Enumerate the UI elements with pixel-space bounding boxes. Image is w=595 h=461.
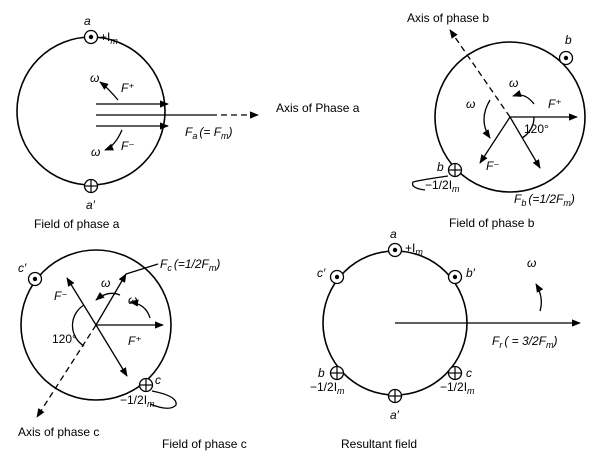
conductor-dot-icon xyxy=(83,29,99,45)
label-c-prime: c′ xyxy=(18,261,27,275)
f-minus-label-b: F⁻ xyxy=(486,159,500,173)
caption-phase-b: Field of phase b xyxy=(449,216,535,230)
angle-arc-b xyxy=(521,116,535,139)
conductor-cross-icon xyxy=(447,365,463,381)
current-label-r-a: +Im xyxy=(405,241,423,257)
f-plus-label-c: F⁺ xyxy=(128,334,142,348)
current-curl-b xyxy=(411,175,449,191)
f-minus-arrow-b xyxy=(479,116,511,164)
back-line-c xyxy=(95,324,128,377)
conductor-cross-icon xyxy=(447,162,463,178)
conductor-cross-icon xyxy=(329,365,345,381)
caption-resultant: Resultant field xyxy=(341,437,417,451)
omega-arrow-b2 xyxy=(482,99,491,139)
current-label: +Im xyxy=(100,30,118,46)
current-curl-c xyxy=(149,390,177,409)
omega-top: ω xyxy=(90,71,99,85)
axis-phase-c-label: Axis of phase c xyxy=(18,425,99,439)
conductor-cross-icon xyxy=(387,388,403,404)
omega-arrow-c1 xyxy=(95,291,121,301)
conductor-cross-icon xyxy=(83,178,99,194)
stator-circle-c xyxy=(20,249,172,401)
fb-label: Fb(=1/2Fm) xyxy=(514,192,575,208)
panel-phase-a: a +Im a′ ω ω F⁺ F⁻ Fa(= Fm) Axis of Phas… xyxy=(16,14,360,231)
omega-arrow-top xyxy=(99,81,119,101)
omega-r: ω xyxy=(527,256,536,270)
fb-arrow xyxy=(509,116,541,169)
fc-leader xyxy=(125,263,159,275)
f-minus-label-c: F⁻ xyxy=(54,289,68,303)
omega-c2: ω xyxy=(128,293,137,307)
angle-label-b: 120° xyxy=(524,122,549,136)
axis-c-dashed xyxy=(36,324,97,418)
conductor-dot-icon xyxy=(329,269,345,285)
label-r-b: b xyxy=(318,366,325,380)
f-minus-label: F⁻ xyxy=(121,139,135,153)
label-r-c-prime: c′ xyxy=(317,266,326,280)
omega-b1: ω xyxy=(509,76,518,90)
omega-bottom: ω xyxy=(91,145,100,159)
label-a: a xyxy=(84,14,91,28)
label-b-top: b xyxy=(565,33,572,47)
label-b-lower: b xyxy=(437,160,444,174)
label-r-c: c xyxy=(466,366,472,380)
angle-label-c: 120° xyxy=(52,332,77,346)
caption-phase-c: Field of phase c xyxy=(162,437,247,451)
label-c: c xyxy=(155,373,161,387)
conductor-dot-icon xyxy=(447,269,463,285)
f-plus-label-b: F⁺ xyxy=(548,97,562,111)
omega-arrow-b1 xyxy=(512,89,535,105)
conductor-dot-icon xyxy=(558,50,574,66)
stator-circle-b xyxy=(434,41,586,193)
conductor-dot-icon xyxy=(27,271,43,287)
panel-resultant: a +Im c′ b′ b −1/2Im c −1/2Im xyxy=(310,227,581,451)
fa-label: Fa(= Fm) xyxy=(185,125,233,141)
angle-arc-c xyxy=(71,304,85,347)
label-r-a-prime: a′ xyxy=(390,408,400,422)
stator-circle-a xyxy=(16,36,166,186)
fc-label: Fc(=1/2Fm) xyxy=(160,257,220,273)
current-label-r-b: −1/2Im xyxy=(310,380,345,396)
current-label-b: −1/2Im xyxy=(425,178,460,194)
current-label-c: −1/2Im xyxy=(120,393,155,409)
fr-label: Fr( = 3/2Fm) xyxy=(492,334,558,350)
label-r-b-prime: b′ xyxy=(466,266,476,280)
f-minus-arrow-c xyxy=(66,277,97,326)
omega-b2: ω xyxy=(466,97,475,111)
fc-arrow xyxy=(95,273,127,326)
omega-arrow-r xyxy=(535,283,544,312)
omega-c1: ω xyxy=(101,276,110,290)
panel-phase-b: Axis of phase b b b −1/2Im ω ω F⁺ F⁻ 120… xyxy=(407,11,586,230)
caption-phase-a: Field of phase a xyxy=(34,217,120,231)
axis-b-dashed xyxy=(449,29,511,118)
f-plus-label: F⁺ xyxy=(121,81,135,95)
axis-phase-a-label: Axis of Phase a xyxy=(276,101,360,115)
label-a-prime: a′ xyxy=(86,198,96,212)
current-label-r-c: −1/2Im xyxy=(440,380,475,396)
conductor-dot-icon xyxy=(387,242,403,258)
label-r-a: a xyxy=(390,227,397,241)
axis-phase-b-label: Axis of phase b xyxy=(407,11,489,25)
conductor-cross-icon xyxy=(138,377,154,393)
panel-phase-c: c′ c −1/2Im Axis of phase c ω ω F⁻ F⁺ 12… xyxy=(18,249,247,451)
omega-arrow-bottom xyxy=(104,129,123,151)
omega-arrow-c2 xyxy=(129,299,151,319)
